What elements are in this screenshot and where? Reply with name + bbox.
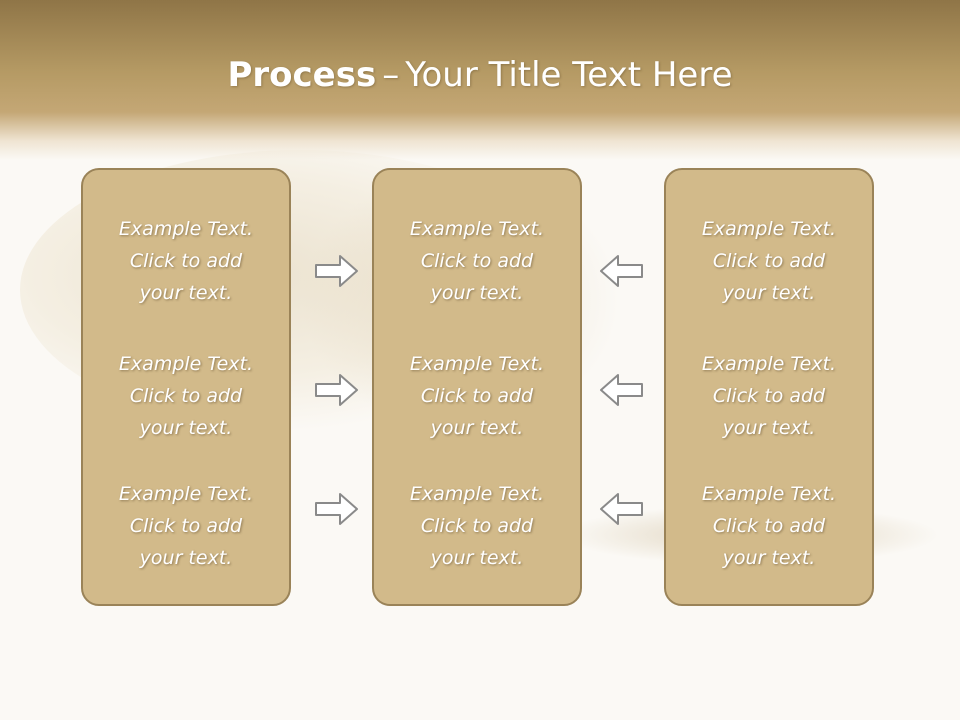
- text-block[interactable]: Example Text. Click to add your text.: [83, 478, 289, 574]
- text-line: your text.: [722, 417, 816, 439]
- text-line: your text.: [722, 547, 816, 569]
- arrow-left-icon: [600, 255, 643, 287]
- card-left[interactable]: Example Text. Click to add your text. Ex…: [81, 168, 291, 606]
- text-line: Click to add: [420, 515, 534, 537]
- slide-title[interactable]: Process–Your Title Text Here: [0, 52, 960, 98]
- text-line: your text.: [430, 547, 524, 569]
- title-separator: –: [382, 55, 400, 95]
- text-block[interactable]: Example Text. Click to add your text.: [374, 213, 580, 309]
- text-line: Example Text.: [409, 353, 545, 375]
- text-block[interactable]: Example Text. Click to add your text.: [666, 348, 872, 444]
- text-line: Click to add: [129, 515, 243, 537]
- text-block[interactable]: Example Text. Click to add your text.: [374, 348, 580, 444]
- text-block[interactable]: Example Text. Click to add your text.: [83, 348, 289, 444]
- text-line: your text.: [430, 282, 524, 304]
- title-text: Your Title Text Here: [405, 55, 733, 95]
- text-line: Example Text.: [409, 483, 545, 505]
- text-line: your text.: [430, 417, 524, 439]
- text-line: Click to add: [420, 385, 534, 407]
- arrow-right-icon: [315, 374, 358, 406]
- text-line: Click to add: [420, 250, 534, 272]
- card-right[interactable]: Example Text. Click to add your text. Ex…: [664, 168, 874, 606]
- text-block[interactable]: Example Text. Click to add your text.: [83, 213, 289, 309]
- text-line: your text.: [139, 282, 233, 304]
- text-line: your text.: [139, 417, 233, 439]
- text-line: Click to add: [712, 250, 826, 272]
- text-line: Example Text.: [409, 218, 545, 240]
- text-block[interactable]: Example Text. Click to add your text.: [374, 478, 580, 574]
- arrow-left-icon: [600, 493, 643, 525]
- slide-header: [0, 0, 960, 160]
- text-line: Example Text.: [701, 353, 837, 375]
- text-block[interactable]: Example Text. Click to add your text.: [666, 213, 872, 309]
- arrow-right-icon: [315, 493, 358, 525]
- text-line: Click to add: [129, 385, 243, 407]
- text-line: Example Text.: [118, 483, 254, 505]
- text-block[interactable]: Example Text. Click to add your text.: [666, 478, 872, 574]
- text-line: Click to add: [712, 515, 826, 537]
- text-line: Example Text.: [118, 218, 254, 240]
- arrow-right-icon: [315, 255, 358, 287]
- text-line: Click to add: [712, 385, 826, 407]
- text-line: Example Text.: [701, 218, 837, 240]
- title-bold: Process: [227, 55, 377, 95]
- text-line: Click to add: [129, 250, 243, 272]
- text-line: your text.: [722, 282, 816, 304]
- card-middle[interactable]: Example Text. Click to add your text. Ex…: [372, 168, 582, 606]
- arrow-left-icon: [600, 374, 643, 406]
- text-line: Example Text.: [701, 483, 837, 505]
- text-line: Example Text.: [118, 353, 254, 375]
- text-line: your text.: [139, 547, 233, 569]
